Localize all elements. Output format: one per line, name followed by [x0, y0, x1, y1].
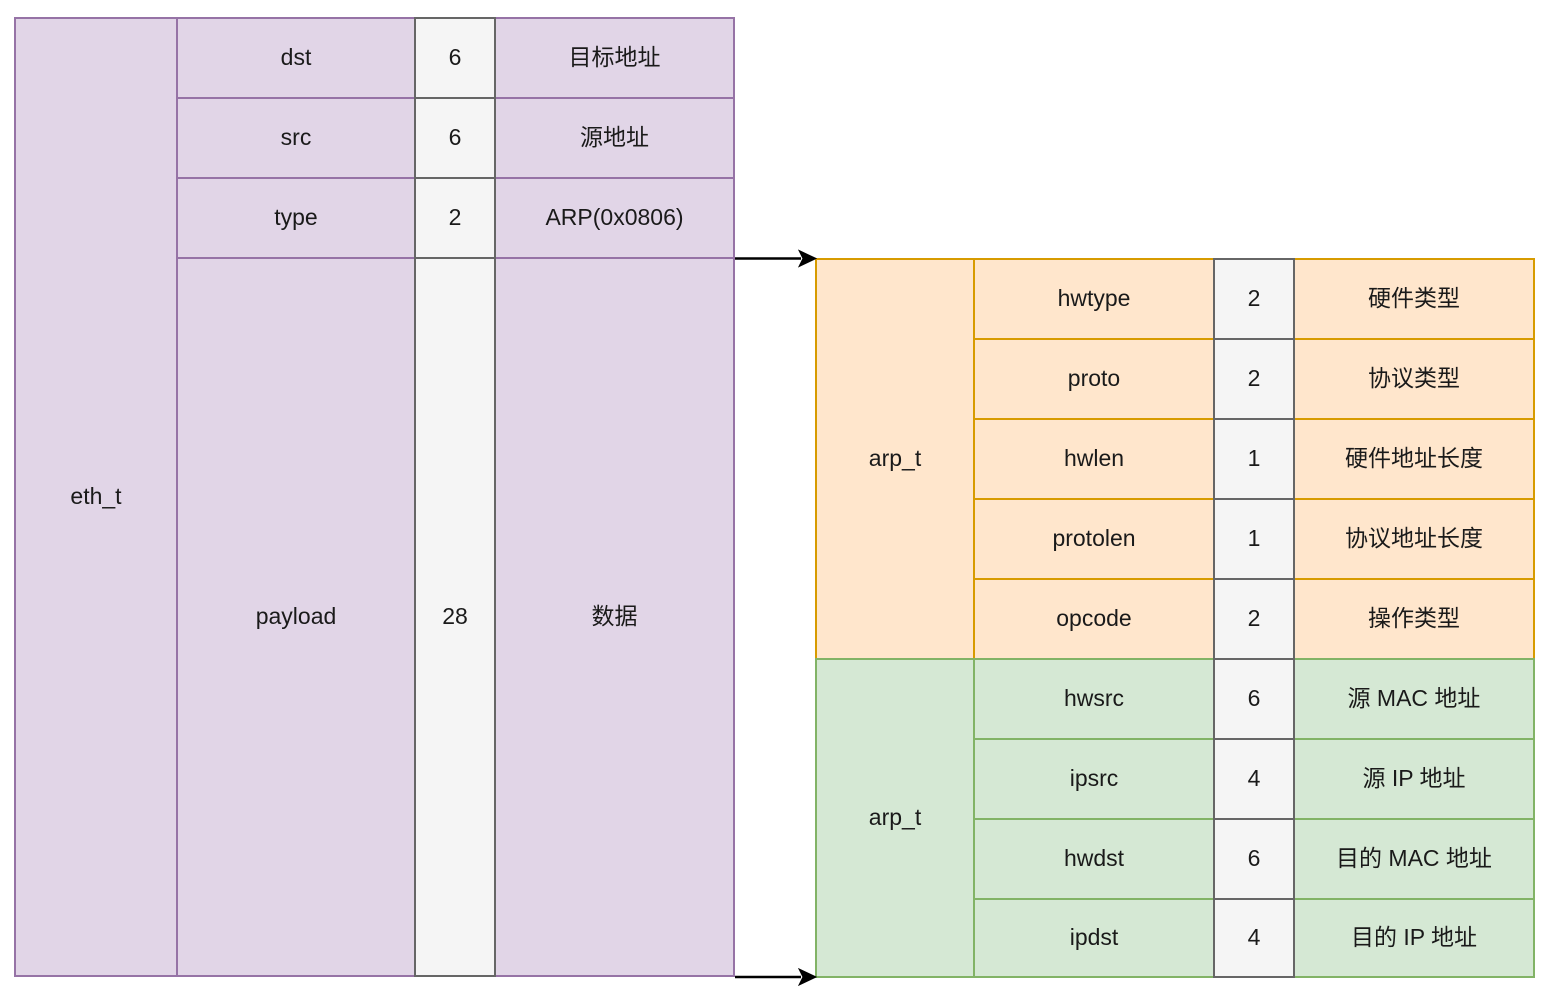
eth-size-type: 2 [414, 177, 496, 259]
arp-size-hwsrc: 6 [1213, 658, 1295, 740]
arp-field-opcode: opcode [973, 578, 1215, 660]
eth-desc-dst: 目标地址 [494, 17, 735, 99]
arp-size-hwtype: 2 [1213, 258, 1295, 340]
arp-size-hwdst: 6 [1213, 818, 1295, 900]
connector-arrow-bottom [735, 967, 818, 987]
connector-arrow-top [735, 249, 818, 268]
eth-field-dst: dst [176, 17, 416, 99]
arp-field-proto: proto [973, 338, 1215, 420]
eth-size-payload: 28 [414, 257, 496, 977]
eth-field-payload: payload [176, 257, 416, 977]
arp-desc-ipsrc: 源 IP 地址 [1293, 738, 1535, 820]
eth-desc-type: ARP(0x0806) [494, 177, 735, 259]
arp-desc-hwsrc: 源 MAC 地址 [1293, 658, 1535, 740]
eth-size-src: 6 [414, 97, 496, 179]
eth-field-src: src [176, 97, 416, 179]
arp-desc-opcode: 操作类型 [1293, 578, 1535, 660]
arp-size-opcode: 2 [1213, 578, 1295, 660]
arp-field-hwdst: hwdst [973, 818, 1215, 900]
arp-size-proto: 2 [1213, 338, 1295, 420]
arp-desc-proto: 协议类型 [1293, 338, 1535, 420]
arp-size-hwlen: 1 [1213, 418, 1295, 500]
arp-field-hwlen: hwlen [973, 418, 1215, 500]
eth-desc-payload: 数据 [494, 257, 735, 977]
arp-field-hwtype: hwtype [973, 258, 1215, 340]
eth-size-dst: 6 [414, 17, 496, 99]
eth-desc-src: 源地址 [494, 97, 735, 179]
arp-header-table-label: arp_t [815, 258, 975, 660]
arp-desc-hwdst: 目的 MAC 地址 [1293, 818, 1535, 900]
arp-field-ipsrc: ipsrc [973, 738, 1215, 820]
arp-size-ipdst: 4 [1213, 898, 1295, 978]
arp-desc-hwlen: 硬件地址长度 [1293, 418, 1535, 500]
arp-body-table-label: arp_t [815, 658, 975, 978]
arp-size-ipsrc: 4 [1213, 738, 1295, 820]
arp-size-protolen: 1 [1213, 498, 1295, 580]
arp-field-protolen: protolen [973, 498, 1215, 580]
arp-desc-protolen: 协议地址长度 [1293, 498, 1535, 580]
eth-table-label: eth_t [14, 17, 178, 977]
arp-desc-hwtype: 硬件类型 [1293, 258, 1535, 340]
arp-field-hwsrc: hwsrc [973, 658, 1215, 740]
arp-field-ipdst: ipdst [973, 898, 1215, 978]
arp-desc-ipdst: 目的 IP 地址 [1293, 898, 1535, 978]
eth-field-type: type [176, 177, 416, 259]
